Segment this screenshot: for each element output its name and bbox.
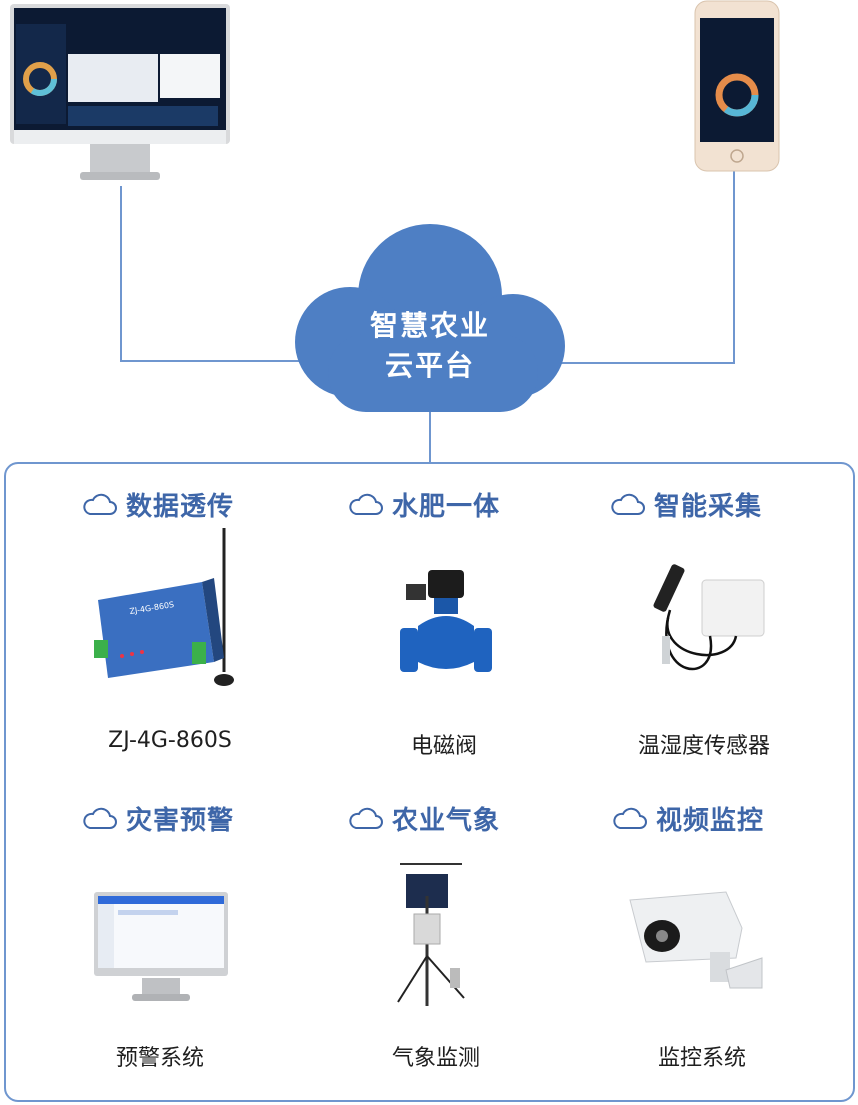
section-title-video-monitoring: 视频监控 (612, 800, 764, 837)
cloud-outline-icon (83, 493, 117, 515)
weather-station-image (397, 863, 465, 1006)
section-title-agri-weather: 农业气象 (348, 800, 500, 837)
caption-temp-humidity-sensor: 温湿度传感器 (637, 734, 770, 759)
temp-humidity-sensor-image (653, 564, 765, 671)
cloud-outline-icon (611, 493, 645, 515)
cloud-label: 智慧农业 云平台 (335, 306, 525, 386)
cloud-shape (295, 224, 565, 412)
caption-warning-system: 预警系统 (115, 1046, 204, 1071)
warning-system-monitor-image (94, 892, 228, 1001)
caption-weather-monitoring: 气象监测 (391, 1046, 480, 1071)
cloud-label-line2: 云平台 (384, 349, 475, 382)
cloud-outline-icon (83, 807, 117, 829)
dtu-router-image: ZJ-4G-860S (94, 528, 234, 686)
cloud-outline-icon (613, 807, 647, 829)
desktop-monitor-image (10, 4, 230, 186)
cloud-label-line1: 智慧农业 (369, 309, 490, 342)
section-title-disaster-warning: 灾害预警 (82, 800, 234, 837)
connector-phone-vertical (733, 168, 735, 364)
section-title-data-transmission: 数据透传 (82, 486, 234, 523)
caption-dtu-model: ZJ-4G-860S (108, 728, 232, 753)
caption-solenoid-valve: 电磁阀 (410, 734, 477, 759)
section-title-water-fertilizer: 水肥一体 (348, 486, 500, 523)
connector-cloud-panel (429, 410, 431, 464)
section-title-smart-collection: 智能采集 (610, 486, 762, 523)
solenoid-valve-image (400, 570, 492, 672)
connector-monitor-horizontal (120, 360, 310, 362)
cloud-outline-icon (349, 807, 383, 829)
smartphone-image (694, 0, 780, 172)
cloud-outline-icon (349, 493, 383, 515)
caption-monitoring-system: 监控系统 (657, 1046, 746, 1071)
connector-monitor-vertical (120, 186, 122, 362)
connector-phone-horizontal (555, 362, 735, 364)
surveillance-camera-image (629, 891, 763, 989)
